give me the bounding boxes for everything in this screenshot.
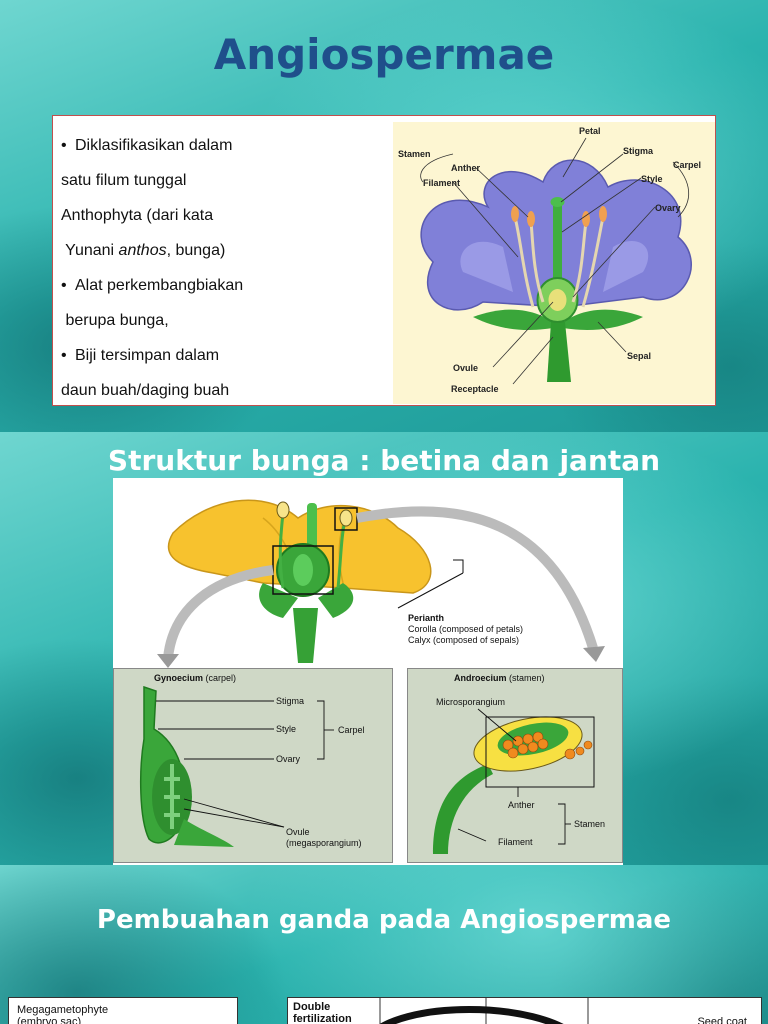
anther-shape: [339, 509, 353, 527]
label-receptacle: Receptacle: [451, 384, 499, 394]
anther-shape: [582, 211, 590, 227]
flower-structure-diagram: Perianth Corolla (composed of petals) Ca…: [113, 478, 623, 865]
panel-heading: Androecium (stamen): [454, 673, 545, 683]
label-ovary: Ovary: [655, 203, 681, 213]
slide-pembuahan-ganda: Pembuahan ganda pada Angiospermae Megaga…: [0, 865, 768, 1024]
label-megasporangium: (megasporangium): [286, 838, 362, 848]
content-box: •Diklasifikasikan dalam satu filum tungg…: [52, 115, 716, 406]
label-perianth: Perianth: [408, 613, 444, 623]
petal-shape: [603, 241, 649, 292]
seed-coat-shape: [379, 1006, 564, 1024]
gynoecium-figure: Stigma Style Ovary Carpel Ovule (megaspo…: [140, 685, 365, 848]
stem-shape: [293, 608, 318, 663]
anther-shape: [511, 206, 519, 222]
label-anther: Anther: [451, 163, 480, 173]
petal-shape: [460, 241, 513, 292]
bullet-list: •Diklasifikasikan dalam satu filum tungg…: [61, 128, 391, 408]
slide-angiospermae: Angiospermae •Diklasifikasikan dalam sat…: [0, 0, 768, 432]
gynoecium-panel: Gynoecium (carpel) Stigma Style Ovary: [113, 668, 393, 863]
bullet-line: •Alat perkembangbiakan: [61, 277, 244, 294]
panel-heading: Gynoecium (carpel): [154, 673, 237, 683]
bullet-line: daun buah/daging buah: [61, 382, 230, 399]
label-stigma: Stigma: [623, 146, 654, 156]
slide-struktur-bunga: Struktur bunga : betina dan jantan: [0, 432, 768, 865]
filament-shape: [513, 216, 535, 308]
bullet-line: •Biji tersimpan dalam: [61, 347, 220, 364]
label-anther: Anther: [508, 800, 535, 810]
anther-shape: [527, 211, 535, 227]
label-filament: Filament: [423, 178, 460, 188]
style-shape: [553, 202, 562, 292]
sepal-shape: [473, 309, 558, 330]
label-ovule: Ovule: [286, 827, 310, 837]
label-ovary: Ovary: [276, 754, 301, 764]
label-megagametophyte: Megagametophyte: [17, 1004, 109, 1016]
arrow-head: [583, 646, 605, 662]
slide-title: Struktur bunga : betina dan jantan: [107, 444, 661, 477]
ovule-shape: [293, 554, 313, 586]
filament-shape: [433, 764, 493, 854]
filament-shape: [571, 221, 588, 303]
flower-top-figure: Perianth Corolla (composed of petals) Ca…: [157, 499, 605, 668]
label-carpel: Carpel: [338, 725, 365, 735]
label-seed-coat: Seed coat: [697, 1016, 747, 1024]
label-stamen: Stamen: [574, 819, 605, 829]
seed-figure: [379, 998, 589, 1024]
highlight-box: [485, 716, 595, 788]
flower-anatomy-figure: Petal Stamen Stigma Carpel Anther Filame…: [393, 122, 715, 404]
pollen-cluster: [502, 731, 593, 760]
stigma-shape: [550, 197, 565, 207]
arrow-head: [157, 654, 179, 668]
slide-title: Angiospermae: [213, 30, 555, 79]
filament-shape: [529, 221, 545, 303]
label-carpel: Carpel: [673, 160, 701, 170]
bullet-line: satu filum tunggal: [61, 172, 187, 189]
megagametophyte-panel: Megagametophyte (embryo sac): [8, 997, 238, 1024]
filament-shape: [581, 216, 605, 308]
slide-title: Pembuahan ganda pada Angiospermae: [96, 905, 672, 935]
sepal-shape: [259, 583, 298, 618]
anther-shape: [276, 501, 290, 519]
label-style: Style: [641, 174, 663, 184]
arrow-to-gynoecium: [163, 565, 274, 659]
label-stamen: Stamen: [398, 149, 431, 159]
label-embryo-sac: (embryo sac): [17, 1016, 82, 1024]
label-sepal: Sepal: [627, 351, 651, 361]
ovule-shape: [164, 764, 180, 829]
label-style: Style: [276, 724, 296, 734]
label-microsporangium: Microsporangium: [436, 697, 505, 707]
androecium-panel: Androecium (stamen): [407, 668, 623, 863]
label-filament: Filament: [498, 837, 533, 847]
label-ovule: Ovule: [453, 363, 478, 373]
anther-shape: [599, 206, 607, 222]
label-stigma: Stigma: [276, 696, 304, 706]
ovule-shape: [548, 289, 567, 311]
sepal-shape: [318, 583, 354, 618]
base-shape: [174, 819, 234, 847]
label-petal: Petal: [579, 126, 601, 136]
androecium-figure: Microsporangium Anther Filament Stamen: [433, 697, 605, 854]
bullet-line: Anthophyta (dari kata: [61, 207, 214, 224]
sepal-shape: [558, 309, 643, 330]
bullet-line: Yunani anthos, bunga): [61, 242, 226, 259]
highlight-box: [334, 507, 358, 531]
bullet-line: •Diklasifikasikan dalam: [61, 137, 233, 154]
bullet-line: berupa bunga,: [61, 312, 169, 329]
label-corolla: Corolla (composed of petals): [408, 624, 523, 634]
arrow-to-androecium: [356, 506, 598, 650]
label-calyx: Calyx (composed of sepals): [408, 635, 519, 645]
